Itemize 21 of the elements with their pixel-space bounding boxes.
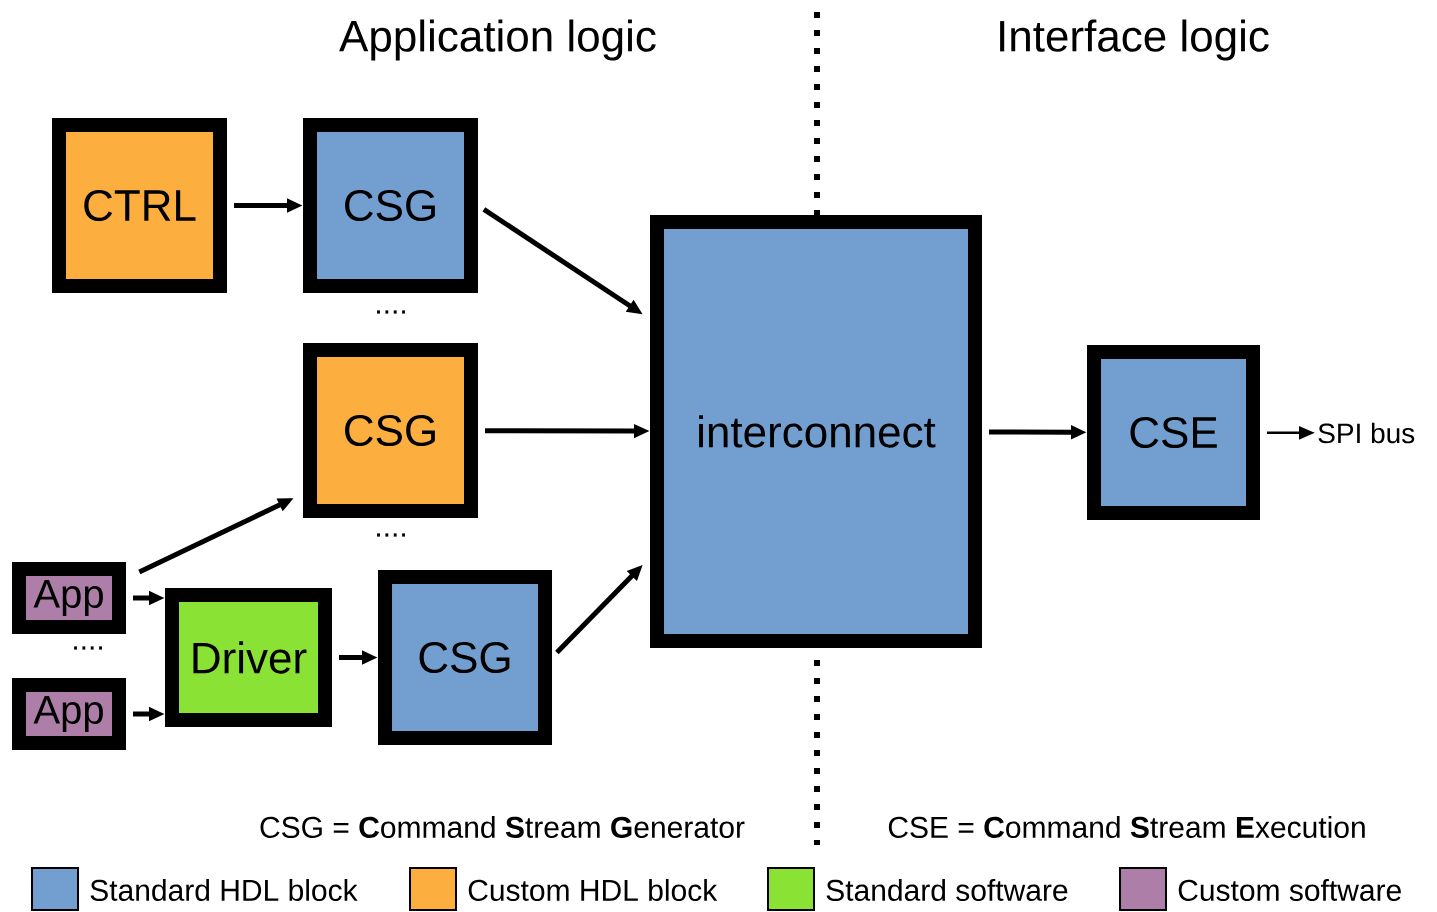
legend-label: Custom software xyxy=(1178,879,1401,901)
ellipsis: .... xyxy=(74,646,102,650)
ellipsis: .... xyxy=(377,310,405,314)
driver-box: Driver xyxy=(165,588,332,727)
interconnect-box: interconnect xyxy=(650,215,982,648)
abbreviation-note: CSE = Command Stream Execution xyxy=(888,816,1365,838)
app-box: App xyxy=(12,678,126,750)
legend-label: Standard HDL block xyxy=(90,879,358,901)
ellipsis: .... xyxy=(377,533,405,537)
process-box: CSG xyxy=(303,343,478,518)
process-box: CSG xyxy=(303,118,478,293)
app-box: App xyxy=(12,562,126,634)
process-box: CSE xyxy=(1087,345,1260,520)
legend-label: Custom HDL block xyxy=(468,879,718,901)
process-box: CTRL xyxy=(52,118,227,293)
section-heading: Interface logic xyxy=(1000,19,1269,61)
bus-label: SPI bus xyxy=(1318,422,1415,444)
abbreviation-note: CSG = Command Stream Generator xyxy=(260,816,745,838)
process-box: CSG xyxy=(378,570,552,745)
section-heading: Application logic xyxy=(339,19,656,61)
legend-label: Standard software xyxy=(826,879,1068,901)
